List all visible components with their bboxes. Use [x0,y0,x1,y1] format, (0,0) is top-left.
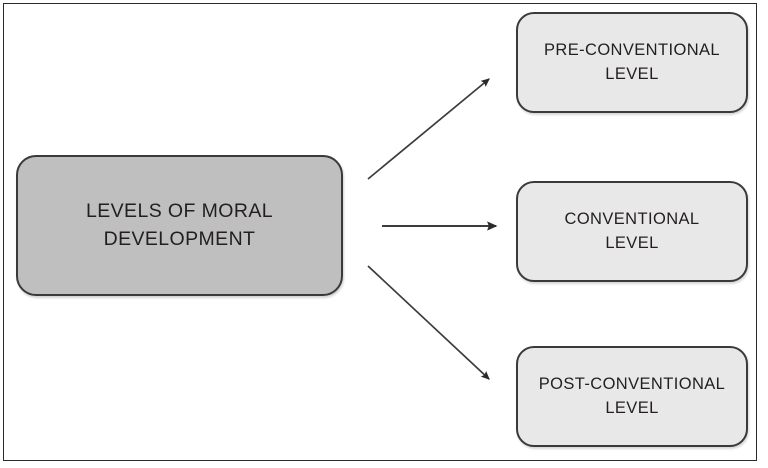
arrow-to-post-conventional-level [367,265,490,380]
branch-node-label-line-2: LEVEL [605,398,659,417]
branch-node-label: CONVENTIONAL LEVEL [555,208,710,256]
arrow-to-pre-conventional-level [367,78,490,180]
branch-node-label-line-1: POST-CONVENTIONAL [538,374,726,393]
branch-node-post-conventional-level: POST-CONVENTIONAL LEVEL [516,346,748,447]
branch-node-label: POST-CONVENTIONAL LEVEL [529,373,736,421]
branch-node-label-line-2: LEVEL [605,64,659,83]
branch-node-label-line-2: LEVEL [605,233,659,252]
root-node-label: LEVELS OF MORAL DEVELOPMENT [72,198,287,253]
root-node-label-line-1: LEVELS OF MORAL [86,199,273,222]
branch-node-label: PRE-CONVENTIONAL LEVEL [534,39,730,87]
branch-node-pre-conventional-level: PRE-CONVENTIONAL LEVEL [516,12,748,113]
branch-node-label-line-1: CONVENTIONAL [564,209,700,228]
branch-node-label-line-1: PRE-CONVENTIONAL [543,40,720,59]
branch-node-conventional-level: CONVENTIONAL LEVEL [516,181,748,282]
root-node-label-line-2: DEVELOPMENT [103,227,256,250]
root-node-levels-of-moral-development: LEVELS OF MORAL DEVELOPMENT [16,155,343,296]
